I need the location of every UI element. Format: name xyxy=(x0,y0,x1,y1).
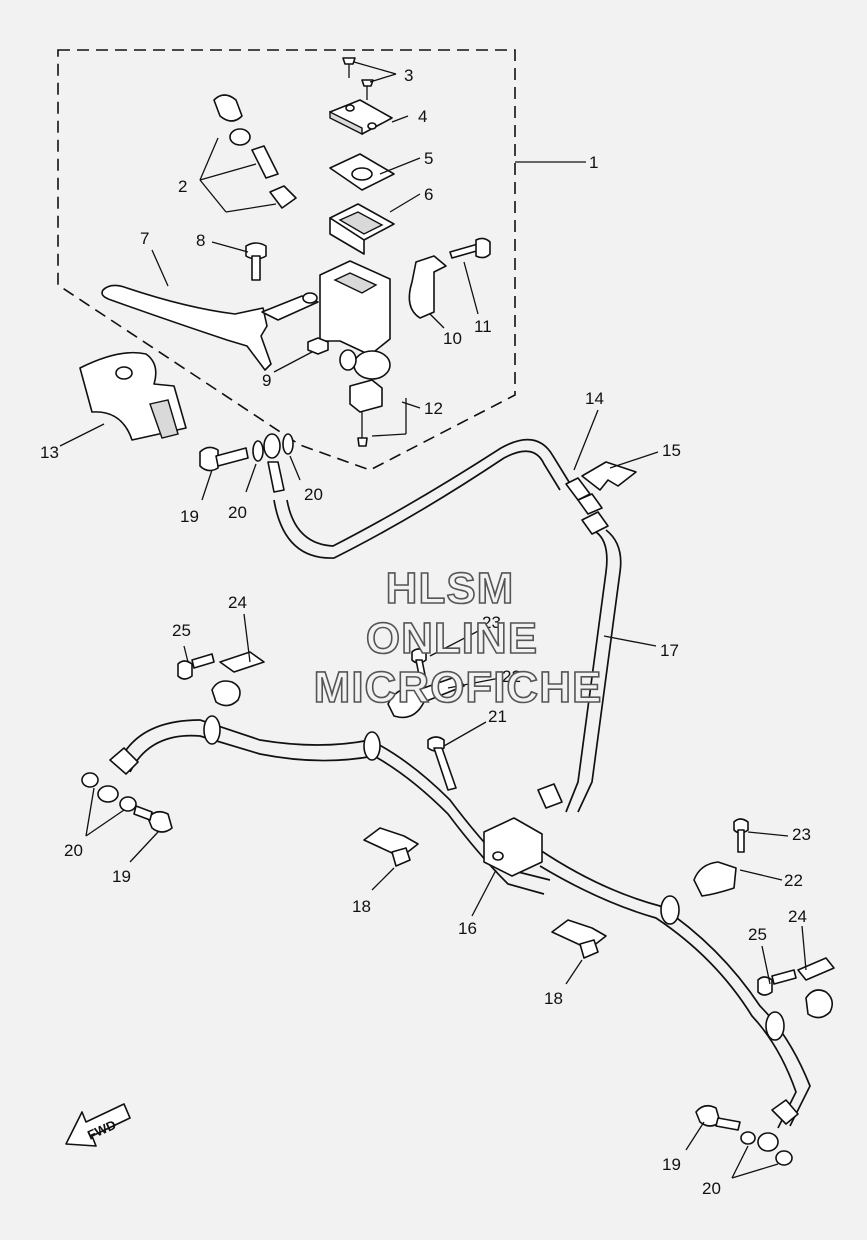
callout-23-upper: 23 xyxy=(482,613,501,632)
callout-7: 7 xyxy=(140,229,149,248)
callout-11: 11 xyxy=(474,317,492,336)
callout-20-right: 20 xyxy=(702,1179,721,1198)
brake-pipe xyxy=(537,511,622,813)
master-cylinder-body xyxy=(319,260,391,380)
callout-14: 14 xyxy=(585,389,604,408)
holder-bolt-right xyxy=(757,969,797,996)
clamp-bracket xyxy=(408,255,447,319)
reservoir-screws xyxy=(342,57,374,100)
hose-clip xyxy=(581,461,637,491)
callout-4: 4 xyxy=(418,107,427,126)
callout-19-upper: 19 xyxy=(180,507,199,526)
diaphragm xyxy=(329,203,395,255)
reservoir-cap xyxy=(329,99,393,136)
hose-guide-right xyxy=(693,861,737,897)
hose-clamp-right xyxy=(551,919,607,959)
callout-21: 21 xyxy=(488,707,507,726)
callout-24-left: 24 xyxy=(228,593,247,612)
callout-25-left: 25 xyxy=(172,621,191,640)
watermark: HLSM ONLINE MICROFICHE xyxy=(313,563,603,713)
banjo-bolt-upper xyxy=(199,446,249,472)
washers-left xyxy=(81,772,137,812)
washers-right xyxy=(740,1131,793,1166)
callout-15: 15 xyxy=(662,441,681,460)
callout-25-right: 25 xyxy=(748,925,767,944)
hose-guide-upper xyxy=(387,675,465,719)
upper-brake-hose xyxy=(273,438,603,559)
lever-cover xyxy=(79,351,187,441)
hose-clamp-left xyxy=(363,827,419,867)
lever-nut xyxy=(307,337,329,355)
callout-22-right: 22 xyxy=(784,871,803,890)
banjo-fitting-upper xyxy=(263,433,285,493)
brake-lever xyxy=(101,284,319,371)
watermark-line-2: ONLINE xyxy=(366,614,538,663)
callout-8: 8 xyxy=(196,231,205,250)
left-brake-hose xyxy=(109,715,551,895)
joint-block xyxy=(483,817,543,877)
forward-direction-arrow: FWD xyxy=(65,1103,131,1147)
joint-bolt xyxy=(427,736,457,791)
right-brake-hose xyxy=(539,849,811,1129)
master-cylinder-assembly-outline xyxy=(57,49,516,471)
callout-24-right: 24 xyxy=(788,907,807,926)
callout-17: 17 xyxy=(660,641,679,660)
holder-bolt-left xyxy=(177,653,215,680)
callout-19-left: 19 xyxy=(112,867,131,886)
callout-22-upper: 22 xyxy=(502,667,521,686)
watermark-line-3: MICROFICHE xyxy=(314,663,603,712)
callout-5: 5 xyxy=(424,149,433,168)
callout-6: 6 xyxy=(424,185,433,204)
callout-labels: 1 2 3 4 5 6 7 8 9 10 11 12 13 14 15 16 1… xyxy=(40,66,811,1198)
callout-20-upper-b: 20 xyxy=(304,485,323,504)
callout-16: 16 xyxy=(458,919,477,938)
watermark-line-1: HLSM xyxy=(386,564,515,613)
leader-lines xyxy=(59,61,807,1179)
guide-bolt-right xyxy=(733,818,749,853)
callout-20-left: 20 xyxy=(64,841,83,860)
callout-1: 1 xyxy=(589,153,598,172)
piston-kit xyxy=(213,94,297,209)
callout-20-upper-a: 20 xyxy=(228,503,247,522)
copper-washers-upper xyxy=(252,433,294,462)
callout-3: 3 xyxy=(404,66,413,85)
callout-2: 2 xyxy=(178,177,187,196)
banjo-bolt-right xyxy=(695,1104,741,1131)
hose-holder-right xyxy=(797,957,835,1019)
diaphragm-plate xyxy=(329,153,395,191)
banjo-bolt-left xyxy=(133,805,173,833)
clamp-bolt xyxy=(449,237,491,259)
callout-9: 9 xyxy=(262,371,271,390)
callout-18-right: 18 xyxy=(544,989,563,1008)
callout-23-right: 23 xyxy=(792,825,811,844)
lever-bolt xyxy=(245,242,267,281)
callout-12: 12 xyxy=(424,399,443,418)
hose-holder-left xyxy=(211,651,265,707)
brake-switch xyxy=(349,379,383,447)
callout-13: 13 xyxy=(40,443,59,462)
callout-18-left: 18 xyxy=(352,897,371,916)
callout-10: 10 xyxy=(443,329,462,348)
callout-19-right: 19 xyxy=(662,1155,681,1174)
guide-bolt-upper xyxy=(411,648,427,681)
